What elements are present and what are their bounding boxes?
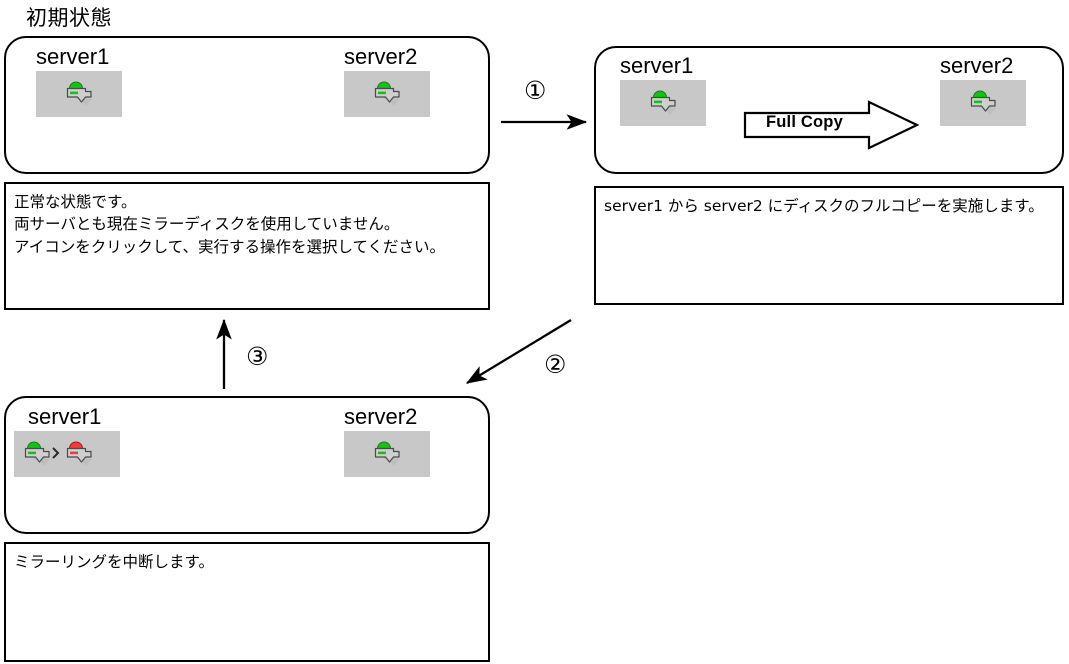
server-label: server2 <box>940 53 1014 78</box>
server-label: server2 <box>344 44 418 69</box>
state-panel-mirror-break[interactable]: server1 <box>4 396 490 534</box>
page-title: 初期状態 <box>26 7 112 30</box>
full-copy-label: Full Copy <box>766 113 843 131</box>
full-copy-arrow-icon <box>743 100 920 150</box>
mirror-disk-icon[interactable] <box>646 84 680 123</box>
mirror-disk-icon[interactable] <box>370 75 404 114</box>
mirror-disk-pair-icon-tile[interactable] <box>14 431 120 477</box>
server-label: server2 <box>344 404 418 429</box>
description-text: ミラーリングを中断します。 <box>14 553 214 571</box>
mirror-disk-icon[interactable] <box>62 75 96 114</box>
mirror-disk-icon-tile[interactable] <box>36 71 122 117</box>
server-slot-3b[interactable]: server2 <box>344 406 430 477</box>
mirror-disk-icon-tile[interactable] <box>940 80 1026 126</box>
server-label: server1 <box>620 53 694 78</box>
description-box-full-copy: server1 から server2 にディスクのフルコピーを実施します。 <box>594 186 1064 305</box>
mirror-disk-icon[interactable] <box>966 84 1000 123</box>
mirror-disk-icon[interactable] <box>370 435 404 474</box>
server-slot-3a[interactable]: server1 <box>14 404 120 477</box>
step-marker-3: ③ <box>246 342 269 371</box>
server-label: server1 <box>28 404 102 429</box>
step-marker-1: ① <box>524 76 547 105</box>
step-marker-2: ② <box>544 350 567 379</box>
server-slot-2b[interactable]: server2 <box>940 55 1026 126</box>
server-slot-1a[interactable]: server1 <box>36 46 122 117</box>
description-box-initial: 正常な状態です。 両サーバとも現在ミラーディスクを使用していません。 アイコンを… <box>4 182 490 310</box>
server-label: server1 <box>36 44 110 69</box>
server-slot-2a[interactable]: server1 <box>620 55 706 126</box>
mirror-disk-icon-tile[interactable] <box>620 80 706 126</box>
mirror-disk-icon-tile[interactable] <box>344 71 430 117</box>
state-panel-initial[interactable]: server1 server2 <box>4 36 490 174</box>
description-box-mirror-break: ミラーリングを中断します。 <box>4 542 490 662</box>
server-slot-1b[interactable]: server2 <box>344 46 430 117</box>
state-panel-full-copy[interactable]: server1 server2 <box>594 46 1064 174</box>
description-text: 正常な状態です。 両サーバとも現在ミラーディスクを使用していません。 アイコンを… <box>14 193 446 256</box>
description-text: server1 から server2 にディスクのフルコピーを実施します。 <box>604 197 1044 215</box>
mirror-disk-icon-tile[interactable] <box>344 431 430 477</box>
mirror-disk-pair-icon[interactable] <box>20 434 114 475</box>
